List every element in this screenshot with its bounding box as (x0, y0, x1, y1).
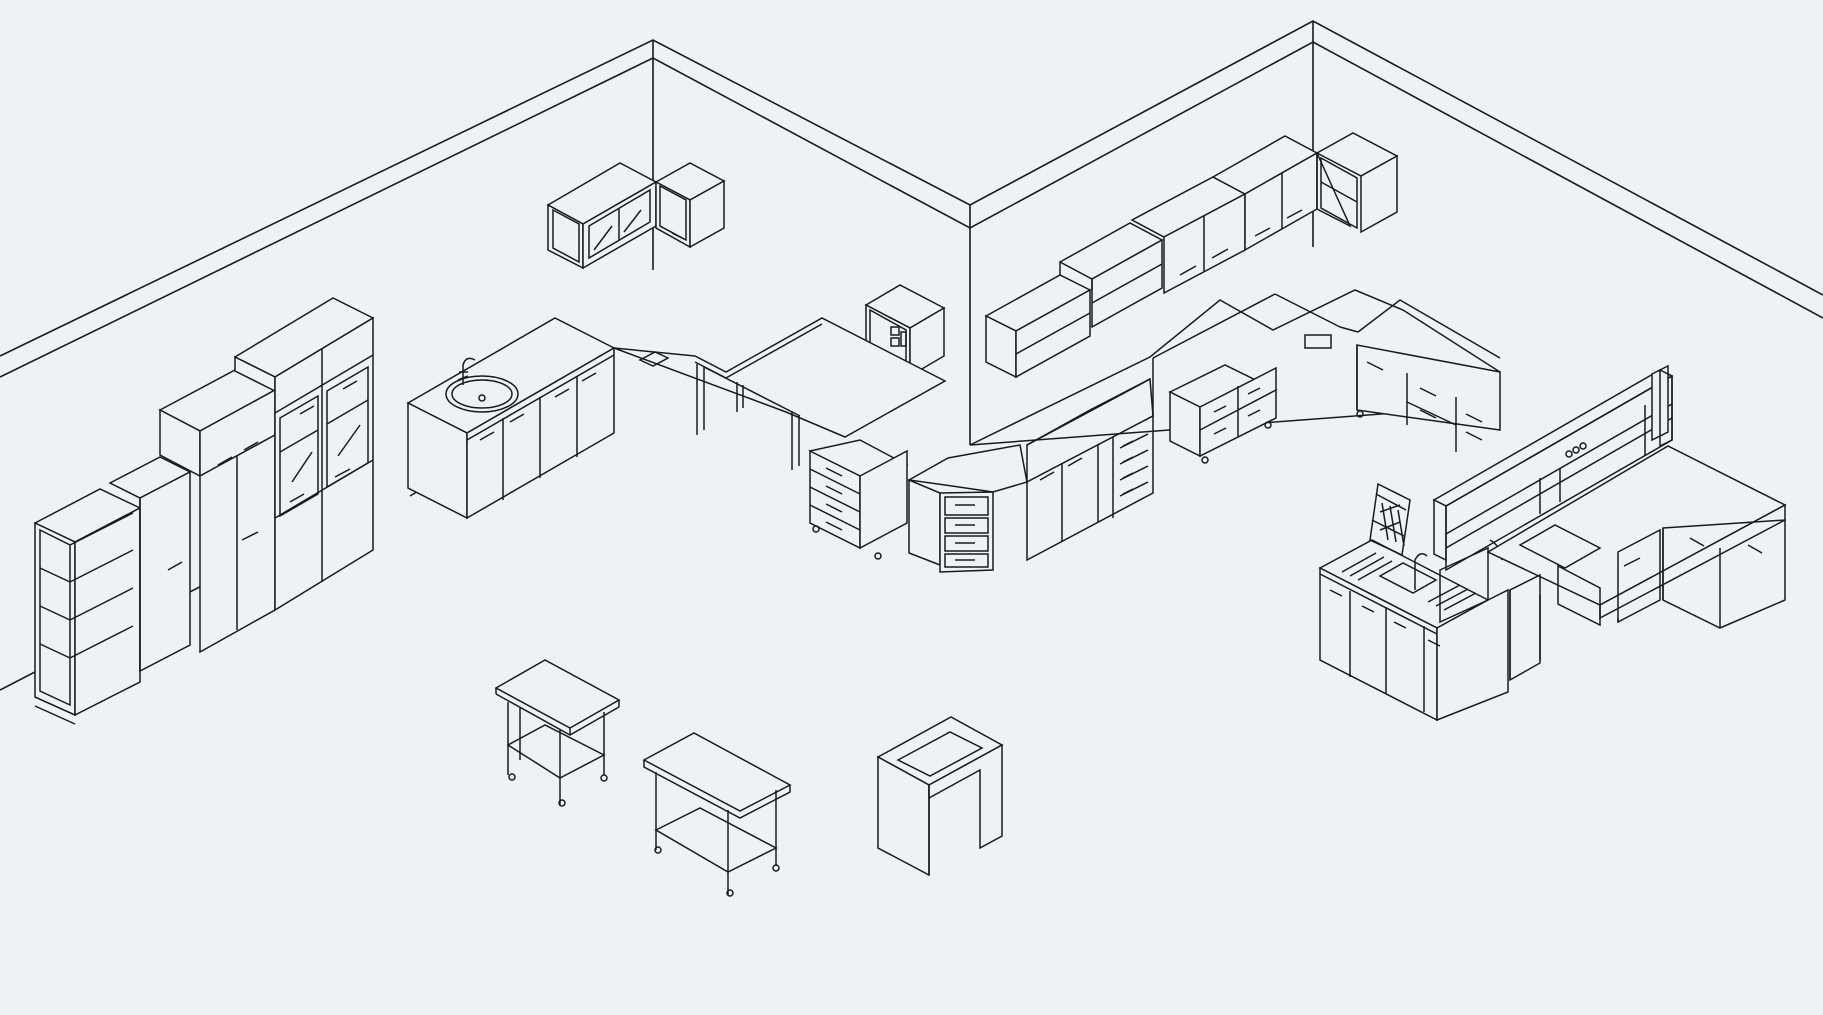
wall-cabinet-corner-left (654, 162, 726, 249)
island-bench (1486, 445, 1787, 682)
wall-cabinet-row-right (1130, 135, 1319, 295)
wall-shelf-corner-right (1315, 132, 1399, 234)
balance-table (876, 716, 1004, 877)
mobile-cabinet-right (1168, 334, 1501, 464)
wall-cabinet-glass-left (546, 162, 658, 270)
tall-cabinet-single (108, 456, 192, 673)
sink-island (1318, 482, 1511, 722)
tall-cabinet-glass-doors (233, 297, 375, 612)
trolley-table-2 (642, 732, 792, 897)
tall-cabinet-double (158, 369, 277, 654)
wall-shelf-open-right (984, 222, 1164, 379)
back-wall-worktop (613, 317, 947, 470)
reagent-shelf (1432, 364, 1674, 624)
open-bookshelf (33, 488, 142, 725)
mobile-drawer-unit (808, 439, 909, 560)
trolley-table-1 (494, 659, 621, 807)
right-wall-worktop (969, 289, 1501, 562)
